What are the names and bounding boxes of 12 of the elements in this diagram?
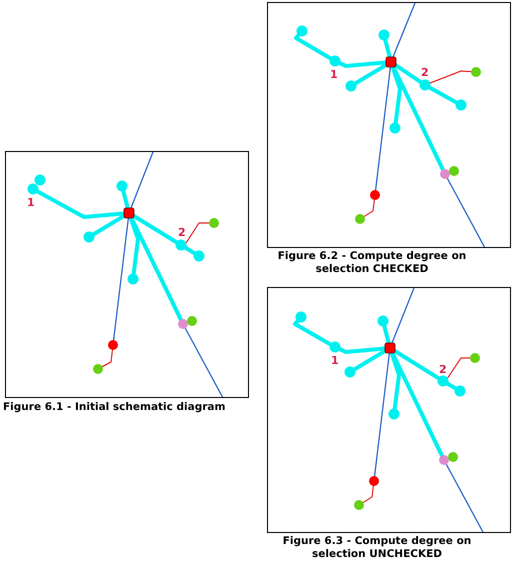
callout-number: 2 bbox=[439, 364, 447, 375]
figure-panel bbox=[5, 151, 249, 398]
callout-number: 2 bbox=[421, 67, 429, 78]
callout-number: 2 bbox=[178, 227, 186, 238]
callout-number: 1 bbox=[331, 355, 339, 366]
figure-caption: Figure 6.1 - Initial schematic diagram bbox=[3, 401, 226, 414]
figure-caption: Figure 6.2 - Compute degree on selection CHECKED bbox=[276, 250, 468, 276]
figure-panel bbox=[267, 2, 511, 248]
callout-number: 1 bbox=[330, 69, 338, 80]
callout-number: 1 bbox=[27, 197, 35, 208]
figure-caption: Figure 6.3 - Compute degree on selection UNCHECKED bbox=[282, 535, 472, 561]
figure-panel bbox=[267, 287, 511, 533]
